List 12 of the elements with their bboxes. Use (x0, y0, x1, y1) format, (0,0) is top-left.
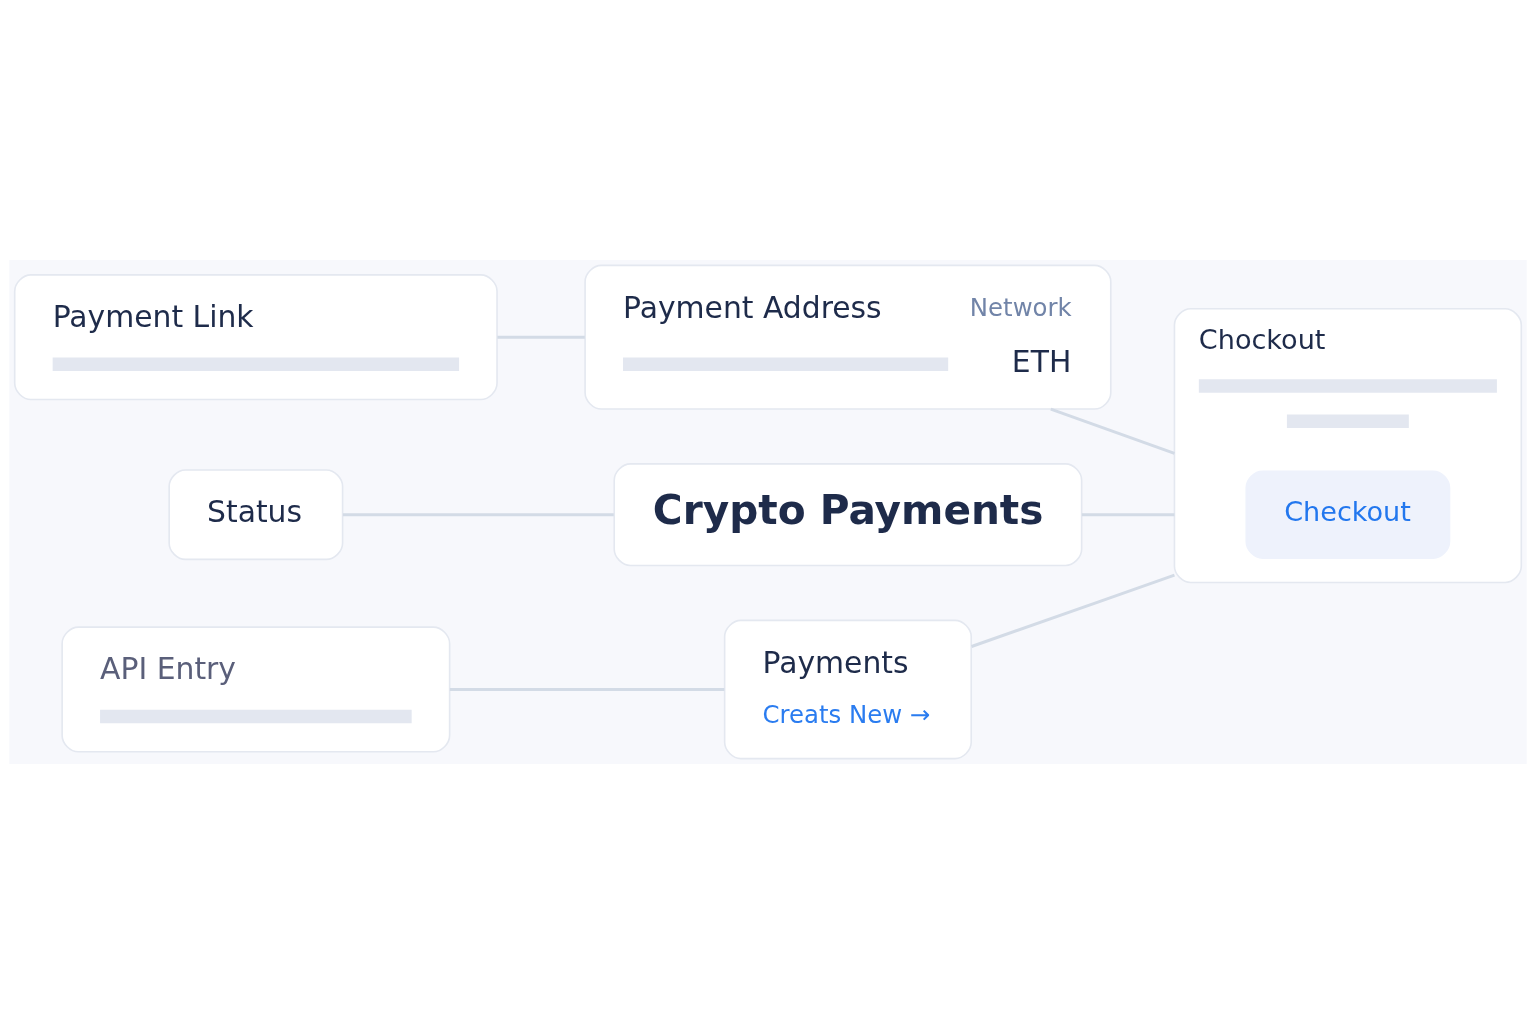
connector (449, 688, 725, 691)
node-box: Payment Address Network ETH (584, 264, 1112, 410)
connector (342, 513, 614, 517)
node-box: API Entry (61, 626, 451, 753)
node-box: Status (168, 469, 344, 561)
connector (971, 573, 1175, 648)
connector (1050, 407, 1175, 455)
connector (497, 335, 585, 339)
node-box: Payments Creats New → (723, 619, 973, 760)
connector (1081, 513, 1175, 517)
node-box: Crypto Payments (613, 463, 1083, 567)
node-box: Payment Link (13, 274, 498, 401)
